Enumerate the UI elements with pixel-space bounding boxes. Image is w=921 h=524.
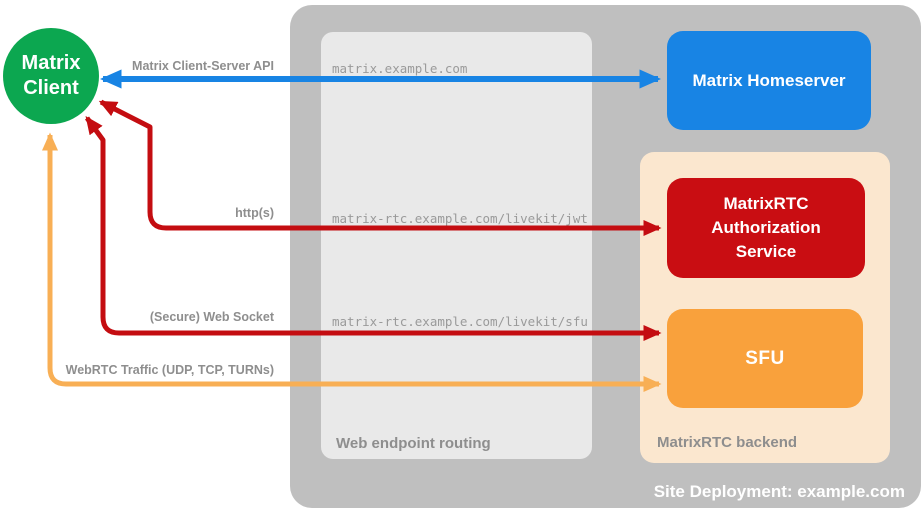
matrix-client-label-line2: Client [23,77,79,99]
web-endpoint-routing-label: Web endpoint routing [336,435,491,452]
client-server-api-flow-label: Matrix Client-Server API [132,59,274,73]
matrix-homeserver-label: Matrix Homeserver [692,70,846,90]
endpoint-livekit-sfu: matrix-rtc.example.com/livekit/sfu [332,314,588,329]
matrixrtc-backend-container: MatrixRTC Authorization Service SFU Matr… [640,152,890,463]
matrixrtc-authorization-service-label: MatrixRTC Authorization Service [711,194,821,261]
websocket-flow-label: (Secure) Web Socket [149,310,274,324]
matrix-homeserver-node: Matrix Homeserver [667,31,871,130]
https-flow-label: http(s) [235,206,274,220]
sfu-label: SFU [745,347,785,369]
web-endpoint-routing-container: matrix.example.com matrix-rtc.example.co… [321,32,592,459]
matrix-client-label-line1: Matrix [21,52,81,74]
sfu-node: SFU [667,309,863,408]
webrtc-flow-label: WebRTC Traffic (UDP, TCP, TURNs) [65,363,274,377]
matrix-client-node: Matrix Client [3,28,99,124]
site-deployment-container: matrix.example.com matrix-rtc.example.co… [290,5,921,508]
matrixrtc-authorization-service-node: MatrixRTC Authorization Service [667,178,865,278]
endpoint-matrix-example-com: matrix.example.com [332,61,468,76]
matrixrtc-backend-label: MatrixRTC backend [657,434,798,451]
endpoint-livekit-jwt: matrix-rtc.example.com/livekit/jwt [332,211,588,226]
site-deployment-label: Site Deployment: example.com [653,482,905,501]
